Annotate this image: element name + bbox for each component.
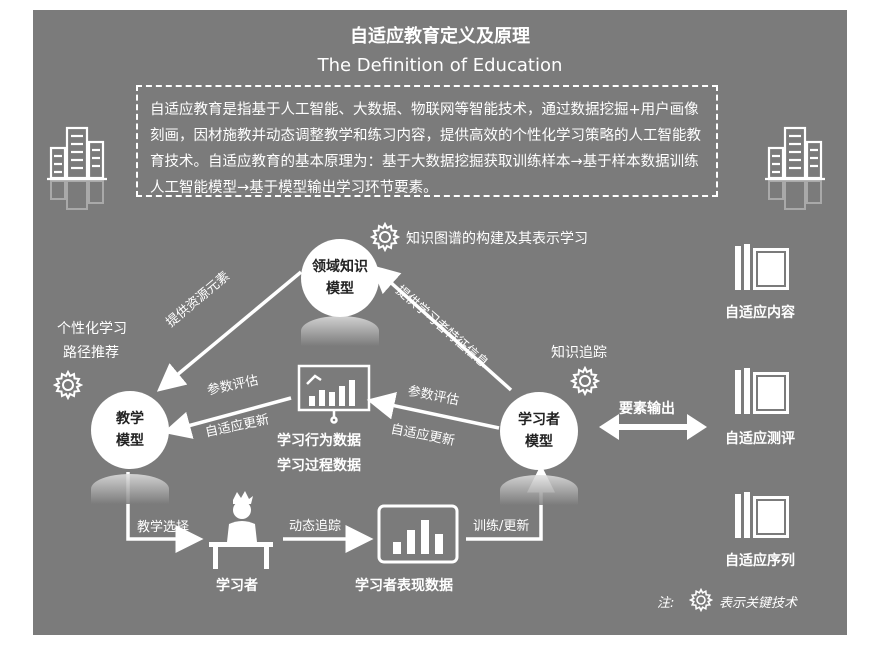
- note-text: 表示关键技术: [719, 596, 798, 611]
- knowledge-tracing-label: 知识追踪: [551, 345, 607, 361]
- learner-model-line1: 学习者: [518, 412, 560, 428]
- teaching-model-line1: 教学: [116, 411, 144, 427]
- definition-text: 自适应教育是指基于人工智能、大数据、物联网等智能技术，通过数据挖掘+用户画像刻画…: [150, 102, 701, 196]
- note-prefix: 注:: [657, 596, 675, 611]
- domain-model-line2: 模型: [326, 281, 354, 297]
- behavior-data-line2: 学习过程数据: [277, 458, 361, 474]
- gear-icon: [370, 222, 400, 252]
- element-output-label: 要素输出: [619, 401, 675, 417]
- gear-icon: [689, 588, 713, 612]
- diagram-panel: 自适应教育定义及原理 The Definition of Education: [33, 10, 847, 635]
- knowledge-graph-label: 知识图谱的构建及其表示学习: [406, 231, 588, 247]
- learner-model-node: 学习者模型: [500, 392, 578, 470]
- book-stack-icon: [735, 244, 789, 290]
- teaching-model-line2: 模型: [116, 433, 144, 449]
- title-cn: 自适应教育定义及原理: [350, 26, 530, 47]
- arrow-domain-to-teaching: [156, 270, 303, 392]
- arrow-behavior-to-teaching: [162, 396, 292, 439]
- building-icon: [765, 126, 825, 210]
- learner-model-line2: 模型: [525, 434, 553, 450]
- learner-model-reflection: [500, 475, 578, 505]
- output-adaptive-content: 自适应内容: [725, 305, 795, 321]
- bar-chart-icon: [377, 504, 459, 564]
- train-update-label: 训练/更新: [473, 519, 530, 534]
- personalized-path-line2: 路径推荐: [63, 345, 119, 361]
- element-output-double-arrow: [599, 414, 707, 440]
- output-adaptive-sequence: 自适应序列: [725, 553, 795, 569]
- book-stack-icon: [735, 492, 789, 538]
- performance-data-label: 学习者表现数据: [355, 578, 453, 594]
- learner-label: 学习者: [216, 578, 258, 594]
- title-en: The Definition of Education: [317, 55, 563, 76]
- book-stack-icon: [735, 368, 789, 414]
- building-icon: [47, 126, 107, 210]
- dynamic-tracking-label: 动态追踪: [289, 519, 342, 534]
- arrow-learner-to-behavior: [366, 391, 500, 430]
- domain-model-reflection: [301, 316, 379, 346]
- definition-box: 自适应教育是指基于人工智能、大数据、物联网等智能技术，通过数据挖掘+用户画像刻画…: [136, 85, 718, 197]
- teaching-select-label: 教学选择: [137, 520, 190, 535]
- gear-icon: [53, 370, 83, 400]
- teaching-model-reflection: [91, 474, 169, 504]
- personalized-path-line1: 个性化学习: [57, 321, 127, 337]
- gear-icon: [570, 366, 600, 396]
- behavior-data-line1: 学习行为数据: [277, 433, 361, 449]
- presentation-chart-icon: [297, 364, 371, 424]
- teaching-model-node: 教学模型: [91, 391, 169, 469]
- arrow-learner-to-domain: [371, 265, 513, 392]
- output-adaptive-assessment: 自适应测评: [725, 431, 795, 447]
- domain-model-line1: 领域知识: [312, 259, 368, 275]
- learner-at-desk-icon: [209, 491, 273, 569]
- domain-knowledge-model-node: 领域知识模型: [301, 239, 379, 317]
